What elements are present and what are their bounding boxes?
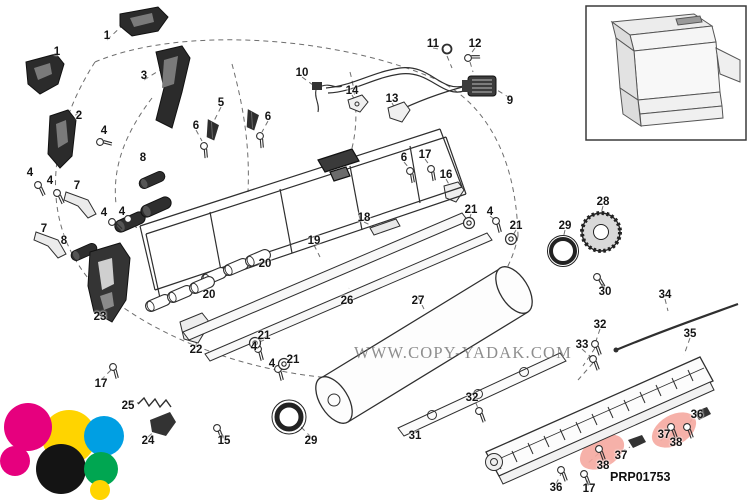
clip-5-right xyxy=(243,108,261,132)
connector-9 xyxy=(462,75,497,97)
logo-circle-magenta-large xyxy=(4,403,52,451)
bracket-3 xyxy=(155,45,191,129)
bar-31 xyxy=(397,352,567,437)
logo-circle-cyan xyxy=(84,416,124,456)
washer-29-bottom xyxy=(271,399,307,435)
lever-7-upper xyxy=(63,191,97,219)
logo-circle-black xyxy=(36,444,86,494)
roller-8-upper xyxy=(137,169,167,191)
bracket-14 xyxy=(347,94,369,113)
washer-29-right xyxy=(547,235,579,267)
bracket-2 xyxy=(47,109,77,169)
bracket-24 xyxy=(150,412,176,436)
brand-logo xyxy=(0,398,135,500)
e-ring-11 xyxy=(441,43,453,55)
bracket-23 xyxy=(87,242,131,323)
logo-circle-magenta-small xyxy=(0,446,30,476)
bracket-13 xyxy=(387,101,411,123)
gear-28 xyxy=(580,211,622,253)
lever-7-lower xyxy=(33,231,67,259)
transfer-assembly-35 xyxy=(485,356,715,485)
roller-27 xyxy=(315,266,533,424)
clip-37-left xyxy=(628,435,646,448)
clip-5-left xyxy=(203,118,221,142)
connector-10 xyxy=(312,82,343,113)
rod-34 xyxy=(613,302,739,353)
logo-circle-yellow-small xyxy=(90,480,110,500)
main-frame xyxy=(139,128,467,299)
bracket-1-top xyxy=(119,6,169,37)
clip-37-right xyxy=(694,407,711,420)
bracket-1-left xyxy=(25,53,65,95)
product-thumbnail xyxy=(585,5,747,141)
bar-26 xyxy=(204,232,493,362)
spring-25 xyxy=(137,396,172,409)
plate-18 xyxy=(369,218,401,236)
drawing-code: PRP01753 xyxy=(610,470,671,484)
dark-roller-mid-2 xyxy=(138,194,174,220)
